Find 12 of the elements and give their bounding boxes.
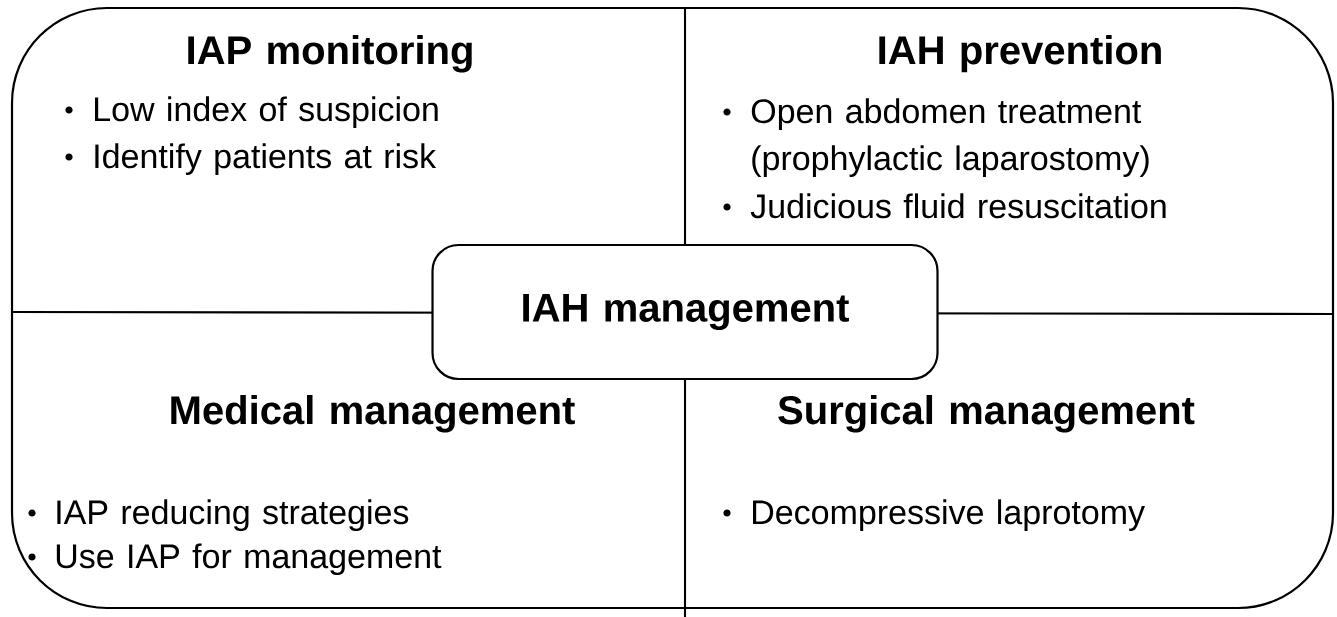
bullet-item: Low index of suspicion (65, 96, 438, 129)
center-box: IAH management (431, 243, 939, 381)
bullet-item: Decompressive laprotomy (723, 499, 1145, 532)
heading: IAH prevention (879, 35, 1161, 73)
bullet-item: Judicious fluid resuscitation (723, 193, 1166, 219)
bullet-item: Open abdomen treatment (prophylactic laparostomy) (723, 98, 1149, 178)
bullet-item: Use IAP for management (28, 543, 442, 576)
bullet-item: IAP reducing strategies (28, 499, 409, 532)
heading: IAP monitoring (188, 35, 472, 73)
heading: Surgical management (778, 395, 1195, 433)
heading: Medical management (171, 395, 575, 433)
bullet-item: Identify patients at risk (65, 143, 437, 176)
